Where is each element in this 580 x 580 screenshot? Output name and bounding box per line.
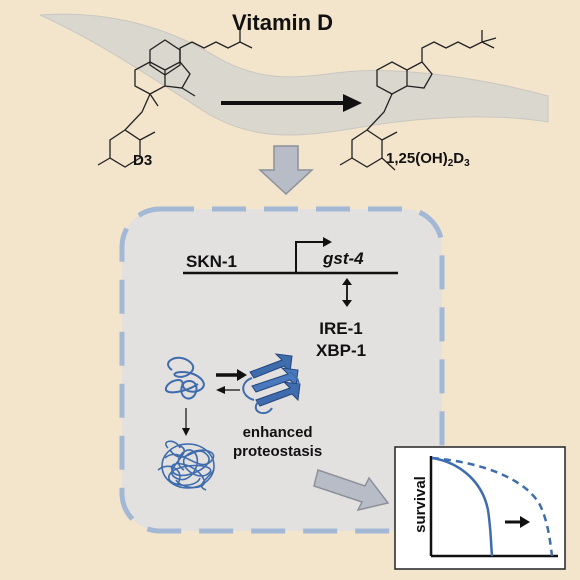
ire1-label: IRE-1 — [319, 319, 363, 338]
enhanced-label: enhanced — [242, 424, 313, 441]
calcitriol-structure — [339, 30, 497, 171]
folded-protein — [242, 353, 301, 415]
skn1-label: SKN-1 — [186, 252, 238, 271]
lifespan-shift-arrowhead — [520, 516, 530, 528]
d3-label: D3 — [133, 152, 153, 169]
vitamin-d-survival-curve — [431, 456, 554, 557]
xbp1-label: XBP-1 — [316, 341, 367, 360]
control-survival-curve — [431, 456, 494, 557]
link-arrowhead-down — [342, 300, 352, 307]
upr-labels: IRE-1 XBP-1 — [316, 318, 366, 362]
vitamin-d3-structure — [97, 30, 253, 168]
proteostasis-label: proteostasis — [233, 443, 323, 460]
conversion-arrowhead — [343, 94, 362, 112]
folding-forward-arrowhead — [237, 369, 247, 381]
unfolded-protein — [165, 356, 205, 400]
transcription-start-arrow — [295, 241, 325, 272]
survival-axis-label: survival — [411, 476, 429, 533]
down-block-arrow — [258, 145, 314, 196]
proteostasis-labels: enhanced proteostasis — [233, 423, 322, 461]
outcome-block-arrow — [313, 469, 390, 512]
title: Vitamin D — [232, 10, 334, 35]
gst4-label: gst-4 — [323, 249, 364, 268]
calcitriol-label: 1,25(OH)2D3 — [386, 150, 470, 169]
protein-aggregate — [157, 440, 215, 491]
link-arrowhead-up — [342, 278, 352, 285]
folding-reverse-arrowhead — [216, 386, 225, 394]
aggregation-arrowhead — [182, 428, 190, 436]
worm-silhouette — [39, 13, 549, 136]
transcription-start-arrowhead — [323, 237, 332, 247]
